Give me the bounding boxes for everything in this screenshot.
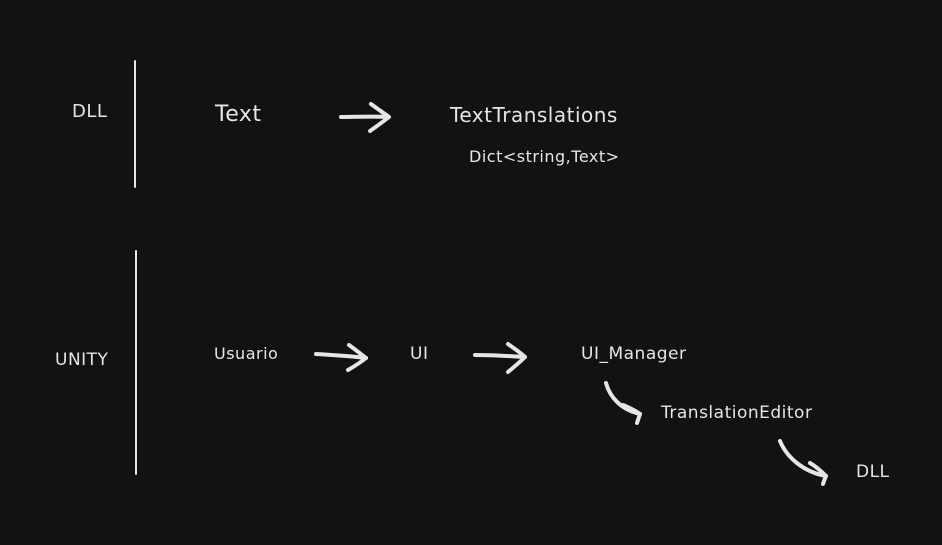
dict-type-label: Dict<string,Text>: [469, 147, 620, 166]
translation-editor-node: TranslationEditor: [661, 403, 813, 423]
dll-section-divider: [134, 60, 136, 188]
arrow-ui-to-uimanager: [473, 342, 527, 374]
text-node: Text: [215, 102, 262, 127]
usuario-node: Usuario: [214, 344, 279, 363]
unity-section-label: UNITY: [55, 350, 109, 370]
arrow-text-to-translations: [339, 102, 391, 133]
text-translations-node: TextTranslations: [450, 103, 618, 127]
ui-node: UI: [410, 344, 429, 364]
arrow-uimanager-to-translationeditor: [604, 381, 642, 425]
arrow-usuario-to-ui: [314, 343, 368, 372]
unity-section-divider: [135, 250, 137, 475]
dll-target-node: DLL: [856, 462, 890, 482]
dll-section-label: DLL: [72, 101, 108, 122]
ui-manager-node: UI_Manager: [581, 344, 687, 364]
arrow-translationeditor-to-dll: [778, 439, 828, 486]
